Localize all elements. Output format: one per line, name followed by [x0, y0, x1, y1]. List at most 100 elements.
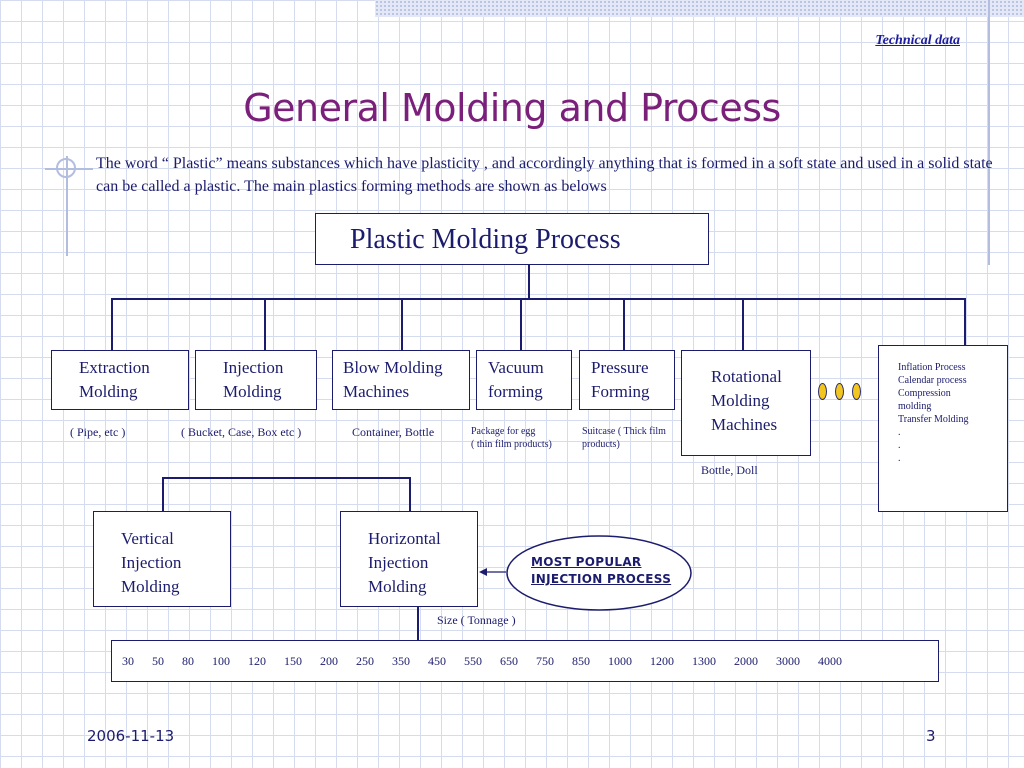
injection-type-label: Horizontal [368, 529, 441, 548]
tonnage-value: 1000 [608, 653, 632, 668]
tonnage-value: 1200 [650, 653, 674, 668]
more-dot [852, 383, 861, 400]
process-box-injection: Injection Molding [195, 350, 317, 410]
process-box-pressure: Pressure Forming [579, 350, 675, 410]
callout-graphic [479, 535, 692, 611]
process-label: Machines [343, 382, 410, 401]
more-dot [835, 383, 844, 400]
injection-bus-line [162, 477, 410, 479]
process-box-extraction: Extraction Molding [51, 350, 189, 410]
tonnage-value: 650 [500, 653, 518, 668]
injection-branch-line [162, 477, 164, 512]
process-label: Vacuum [488, 358, 544, 377]
callout-ellipse [506, 535, 692, 611]
page-title: General Molding and Process [243, 86, 781, 130]
other-processes-box: Inflation Process Calendar process Compr… [878, 345, 1008, 512]
branch-bus-line [111, 298, 965, 300]
process-example: Suitcase ( Thick film products) [582, 425, 666, 451]
branch-line [964, 298, 966, 346]
more-dot [818, 383, 827, 400]
root-process-label: Plastic Molding Process [350, 224, 621, 255]
callout-line: Most popular [531, 555, 642, 569]
tonnage-value: 100 [212, 653, 230, 668]
process-example: Package for egg ( thin film products) [471, 425, 552, 451]
page-number: 3 [926, 727, 936, 745]
process-label: Molding [79, 382, 138, 401]
tonnage-value: 3000 [776, 653, 800, 668]
tonnage-label: Size ( Tonnage ) [437, 613, 516, 627]
tonnage-connector [417, 607, 419, 640]
process-example-line: Package for egg [471, 426, 536, 437]
tonnage-value: 2000 [734, 653, 758, 668]
other-process-item: Compression [898, 388, 951, 399]
decor-vertical-line [988, 0, 990, 265]
process-label: Molding [223, 382, 282, 401]
tonnage-value: 850 [572, 653, 590, 668]
branch-line [623, 298, 625, 350]
tonnage-value: 30 [122, 653, 134, 668]
process-label: Extraction [79, 358, 150, 377]
branch-line [111, 298, 113, 350]
tonnage-value: 1300 [692, 653, 716, 668]
root-connector [528, 265, 530, 299]
process-example-line: Suitcase ( Thick film [582, 426, 666, 437]
other-process-item: Transfer Molding [898, 414, 969, 425]
root-process-box: Plastic Molding Process [315, 213, 709, 265]
process-example: ( Bucket, Case, Box etc ) [181, 425, 302, 439]
other-process-item: Inflation Process [898, 362, 966, 373]
process-box-rotational: Rotational Molding Machines [681, 350, 811, 456]
other-process-item: . [898, 427, 901, 438]
process-box-vacuum: Vacuum forming [476, 350, 572, 410]
process-label: Machines [711, 415, 778, 434]
process-label: Injection [223, 358, 284, 377]
process-label: Pressure [591, 358, 649, 377]
tonnage-value: 150 [284, 653, 302, 668]
tonnage-value: 200 [320, 653, 338, 668]
process-example: Bottle, Doll [701, 463, 758, 477]
decor-circle [56, 158, 76, 178]
branch-line [264, 298, 266, 350]
horizontal-injection-box: Horizontal Injection Molding [340, 511, 478, 607]
other-process-item: Calendar process [898, 375, 967, 386]
process-example: Container, Bottle [352, 425, 435, 439]
process-label: Molding [711, 391, 770, 410]
arrow-head-icon [479, 568, 487, 576]
process-example-line: ( thin film products) [471, 439, 552, 450]
injection-type-label: Molding [368, 577, 427, 596]
process-label: Forming [591, 382, 650, 401]
footer-date: 2006-11-13 [87, 727, 175, 745]
injection-type-label: Molding [121, 577, 180, 596]
other-process-item: . [898, 440, 901, 451]
tonnage-value: 550 [464, 653, 482, 668]
branch-line [401, 298, 403, 350]
injection-type-label: Injection [368, 553, 429, 572]
process-box-blow-molding: Blow Molding Machines [332, 350, 470, 410]
tonnage-value: 50 [152, 653, 164, 668]
top-pattern-band [375, 0, 1024, 17]
tonnage-value: 4000 [818, 653, 842, 668]
other-process-item: molding [898, 401, 932, 412]
process-example: ( Pipe, etc ) [70, 425, 126, 439]
tonnage-value: 350 [392, 653, 410, 668]
injection-type-label: Vertical [121, 529, 174, 548]
most-popular-callout: Most popular injection process [531, 554, 671, 588]
decor-vertical-line-left [66, 156, 68, 256]
tonnage-value: 80 [182, 653, 194, 668]
process-label: Rotational [711, 367, 782, 386]
tonnage-value: 250 [356, 653, 374, 668]
process-label: forming [488, 382, 543, 401]
other-process-item: . [898, 453, 901, 464]
intro-paragraph: The word “ Plastic” means substances whi… [96, 155, 993, 195]
injection-branch-line [409, 477, 411, 512]
callout-line: injection process [531, 572, 672, 586]
injection-type-label: Injection [121, 553, 182, 572]
branch-line [520, 298, 522, 350]
tonnage-value: 450 [428, 653, 446, 668]
tonnage-scale-box: 30 50 80 100 120 150 200 250 350 450 550… [111, 640, 939, 682]
tonnage-value: 120 [248, 653, 266, 668]
process-label: Blow Molding [343, 358, 443, 377]
process-example-line: products) [582, 439, 620, 450]
technical-data-link[interactable]: Technical data [875, 33, 960, 48]
tonnage-value: 750 [536, 653, 554, 668]
branch-line [742, 298, 744, 350]
